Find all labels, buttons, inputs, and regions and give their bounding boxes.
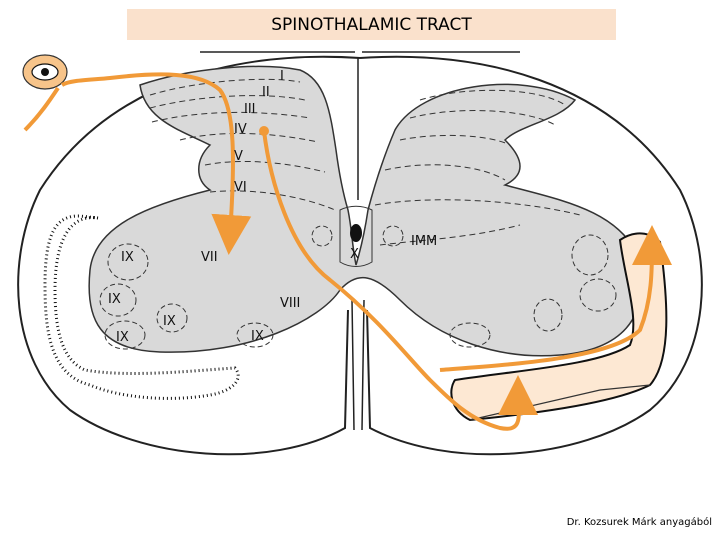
eye-receptor-icon [22, 54, 68, 90]
lamina-label-I: I [280, 69, 284, 84]
gray-matter [88, 65, 643, 357]
lamina-label-VIII: VIII [280, 296, 300, 311]
motor-nuclei [99, 225, 617, 350]
lamina-label-IX-4: IX [163, 314, 176, 329]
lamina-label-II: II [262, 85, 270, 100]
afferent-branch [23, 86, 60, 132]
second-order-axon [262, 130, 521, 431]
lamina-label-III: III [244, 102, 256, 117]
median-fissure [351, 58, 365, 431]
ascending-tract-right [439, 225, 672, 372]
primary-afferent-fiber [60, 72, 252, 255]
lamina-label-IX-5: IX [251, 329, 264, 344]
label-imm: IMM [411, 234, 437, 249]
lamina-label-X: X [350, 247, 359, 262]
central-gray-commissure [339, 205, 373, 267]
lamina-label-IX-2: IX [108, 292, 121, 307]
lamina-label-IX-1: IX [121, 250, 134, 265]
lamina-label-IX-3: IX [116, 330, 129, 345]
lamina-boundaries [149, 78, 581, 246]
lamina-label-VII: VII [201, 250, 218, 265]
diagram-title: SPINOTHALAMIC TRACT [127, 9, 616, 40]
credit-text: Dr. Kozsurek Márk anyagából [566, 517, 712, 528]
central-canal [350, 224, 362, 242]
lamina-label-IV: IV [234, 122, 247, 137]
dotted-pathway [43, 214, 240, 400]
lamina-label-VI: VI [234, 180, 247, 195]
lamina-label-V: V [234, 149, 243, 164]
